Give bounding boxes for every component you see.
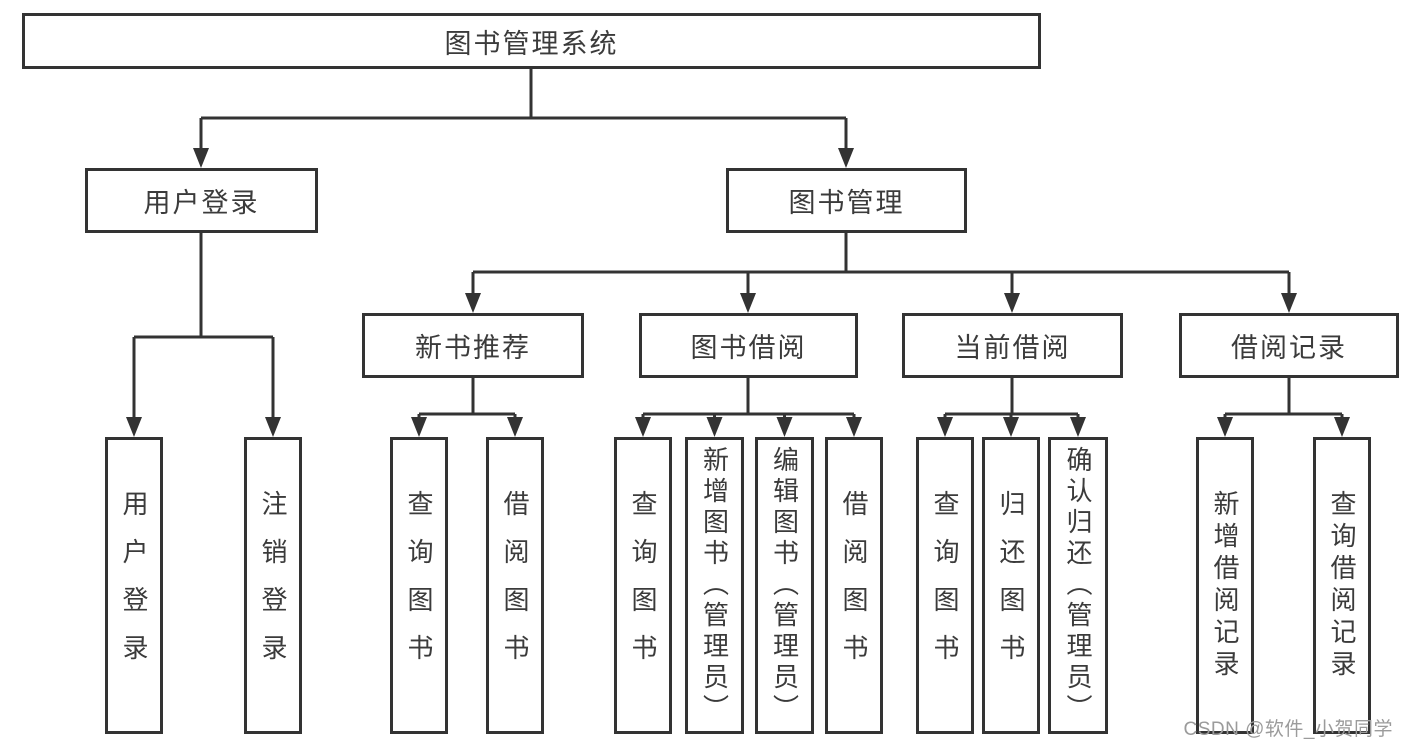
node-label: 图书管理 — [788, 188, 905, 218]
arrow-icon — [1334, 417, 1350, 437]
arrow-icon — [193, 148, 209, 168]
arrow-icon — [706, 417, 723, 437]
leaf-logout: 注销登录 — [244, 437, 302, 734]
arrow-icon — [1004, 293, 1020, 313]
leaf-return-book: 归还图书 — [982, 437, 1040, 734]
arrow-icon — [776, 417, 793, 437]
arrow-icon — [937, 417, 953, 437]
arrow-icon — [265, 417, 281, 437]
node-label: 查询图书 — [628, 489, 658, 682]
node-label: 图书借阅 — [690, 333, 807, 363]
node-label: 编辑图书（管理员） — [769, 446, 800, 725]
arrow-icon — [1070, 417, 1086, 437]
node-label: 新书推荐 — [415, 333, 531, 363]
leaf-add-book-admin: 新增图书（管理员） — [685, 437, 744, 734]
leaf-user-login: 用户登录 — [105, 437, 163, 734]
leaf-borrow-books-recommend: 借阅图书 — [486, 437, 544, 734]
arrow-icon — [1217, 417, 1233, 437]
node-label: 当前借阅 — [954, 333, 1071, 363]
node-book-management: 图书管理 — [726, 168, 967, 233]
leaf-edit-book-admin: 编辑图书（管理员） — [755, 437, 814, 734]
leaf-query-books-borrow: 查询图书 — [614, 437, 672, 734]
node-label: 查询图书 — [930, 489, 960, 682]
node-new-book-recommend: 新书推荐 — [362, 313, 584, 378]
leaf-query-books-current: 查询图书 — [916, 437, 974, 734]
leaf-add-borrow-record: 新增借阅记录 — [1196, 437, 1254, 734]
node-label: 归还图书 — [996, 489, 1026, 682]
node-user-login: 用户登录 — [85, 168, 318, 233]
arrow-icon — [635, 417, 651, 437]
node-label: 用户登录 — [143, 188, 260, 218]
node-label: 借阅记录 — [1231, 333, 1347, 363]
arrow-icon — [465, 293, 481, 313]
leaf-borrow-books: 借阅图书 — [825, 437, 883, 734]
arrow-icon — [1281, 293, 1297, 313]
node-label: 查询图书 — [404, 489, 434, 682]
node-label: 注销登录 — [258, 489, 288, 682]
node-label: 确认归还（管理员） — [1063, 446, 1093, 725]
leaf-query-borrow-record: 查询借阅记录 — [1313, 437, 1371, 734]
node-current-borrow: 当前借阅 — [902, 313, 1123, 378]
node-label: 借阅图书 — [839, 489, 869, 682]
arrow-icon — [838, 148, 854, 168]
leaf-query-books-recommend: 查询图书 — [390, 437, 448, 734]
arrow-icon — [846, 417, 862, 437]
node-label: 查询借阅记录 — [1327, 489, 1357, 682]
arrow-icon — [411, 417, 427, 437]
node-book-borrow: 图书借阅 — [639, 313, 858, 378]
arrow-icon — [507, 417, 523, 437]
arrow-icon — [126, 417, 142, 437]
node-label: 借阅图书 — [500, 489, 530, 682]
leaf-confirm-return-admin: 确认归还（管理员） — [1048, 437, 1108, 734]
node-borrow-records: 借阅记录 — [1179, 313, 1399, 378]
node-label: 图书管理系统 — [444, 28, 619, 59]
arrow-icon — [740, 293, 756, 313]
node-label: 新增借阅记录 — [1210, 489, 1240, 682]
watermark-text: CSDN @软件_小贺同学 — [1183, 719, 1393, 740]
arrow-icon — [1003, 417, 1019, 437]
node-label: 新增图书（管理员） — [699, 446, 730, 725]
node-label: 用户登录 — [119, 489, 149, 682]
node-root: 图书管理系统 — [22, 13, 1041, 69]
